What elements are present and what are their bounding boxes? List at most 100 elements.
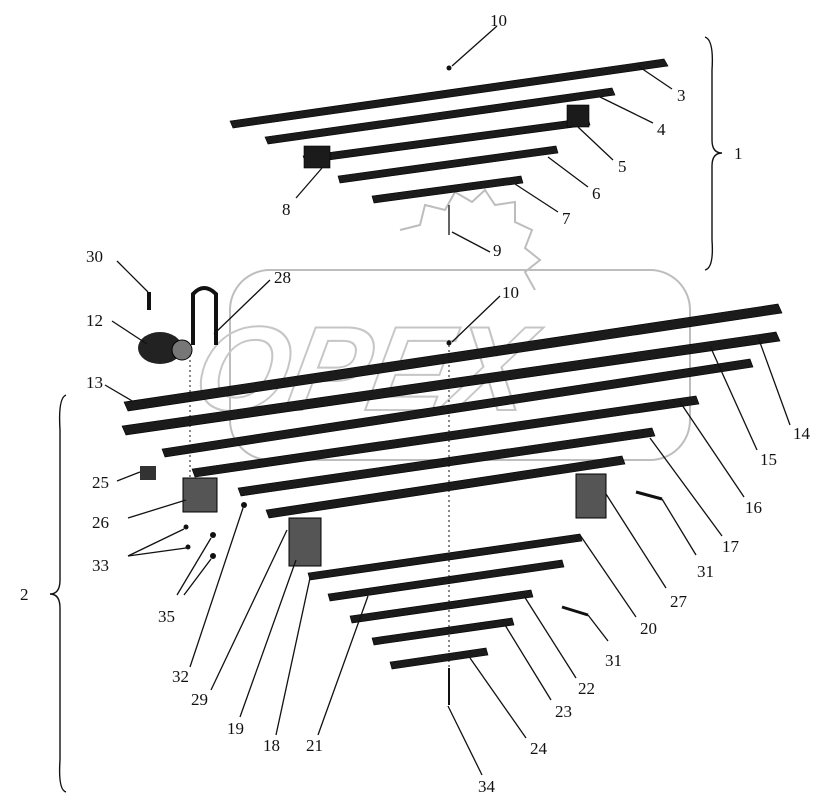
callout-23: 23 [555,702,572,721]
clamp-5 [566,104,590,128]
leaf-17 [237,427,656,497]
leader-5 [577,126,614,161]
leader-21 [317,595,369,736]
callout-26: 26 [92,513,109,532]
leaf-6 [337,145,559,184]
callout-7: 7 [562,209,571,228]
leader-25 [116,471,141,482]
callout-8: 8 [282,200,291,219]
callout-28: 28 [274,268,291,287]
leader-7 [514,183,559,213]
leader-35a [176,537,212,596]
leader-10b [451,295,501,343]
watermark-gear-icon [399,188,542,291]
callout-6: 6 [592,184,601,203]
washer-33b [185,544,191,550]
callout-20: 20 [640,619,657,638]
nut-32 [241,502,247,508]
marker-10-lower [446,340,452,346]
leaf-7 [371,175,524,204]
callout-35: 35 [158,607,175,626]
callout-21: 21 [306,736,323,755]
leader-32 [189,507,244,668]
callout-34: 34 [478,777,496,796]
callout-18: 18 [263,736,280,755]
callout-16: 16 [745,498,762,517]
leaf-lowest [389,647,489,670]
group-2-label: 2 [20,585,29,604]
marker-10-top [446,65,452,71]
callout-14: 14 [793,424,811,443]
leader-13 [104,384,135,403]
leader-16 [679,401,745,498]
callout-5: 5 [618,157,627,176]
callout-12: 12 [86,311,103,330]
leaf-3 [229,58,669,129]
leader-26 [127,499,187,519]
watermark: OPEX [184,188,691,461]
leaf-24 [371,617,515,646]
callout-31-lower: 31 [605,651,622,670]
callout-27: 27 [670,592,688,611]
leader-28 [213,279,271,335]
leaf-20 [265,455,626,519]
leader-17 [649,437,723,537]
bolt-31-lower [561,605,589,617]
callout-32: 32 [172,667,189,686]
lower-spring-pack [121,286,783,705]
nut-35a [210,532,216,538]
leader-24 [469,657,527,739]
callout-10-top: 10 [490,11,507,30]
leader-10a [451,25,498,67]
bolt-31-upper [635,490,663,501]
clamp-27 [575,473,607,519]
callout-15: 15 [760,450,777,469]
callout-17: 17 [722,537,740,556]
leaf-4 [264,87,616,145]
leader-30 [116,260,149,293]
leader-8 [295,167,323,199]
leaf-23 [349,589,534,624]
pad-25 [140,466,156,480]
leader-27 [605,493,667,589]
callout-numbers: 10 3 4 5 6 7 8 9 30 28 10 12 13 14 15 16… [86,11,811,796]
clamp-19 [288,517,322,567]
callout-24: 24 [530,739,548,758]
leader-31a [661,498,697,556]
leaf-21 [307,533,583,581]
leader-12 [111,320,148,345]
washer-33a [183,524,189,530]
leader-3 [637,65,673,90]
leader-4 [599,96,654,124]
eye-bushing-12 [138,332,182,364]
leaf-16 [191,395,700,478]
callout-33: 33 [92,556,109,575]
leader-34 [447,705,483,776]
upper-spring-pack [229,58,669,235]
u-bolt-28 [191,286,218,345]
leaf-13 [123,303,783,412]
leader-9 [451,231,491,253]
callout-3: 3 [677,86,686,105]
leader-35b [183,558,212,596]
callout-19: 19 [227,719,244,738]
group-2-brace [49,394,67,793]
nut-35b [210,553,216,559]
leaf-14 [121,331,781,436]
leader-29 [210,529,288,691]
callout-22: 22 [578,679,595,698]
group-1-label: 1 [734,144,743,163]
leader-6 [547,156,589,188]
leader-23 [504,624,552,701]
leader-18 [275,577,311,736]
callout-30: 30 [86,247,103,266]
leader-14 [757,336,791,426]
callout-25: 25 [92,473,109,492]
callout-13: 13 [86,373,103,392]
clamp-26 [182,477,218,513]
group-1-brace [704,36,723,271]
callout-31-upper: 31 [697,562,714,581]
leaf-15 [161,358,754,458]
